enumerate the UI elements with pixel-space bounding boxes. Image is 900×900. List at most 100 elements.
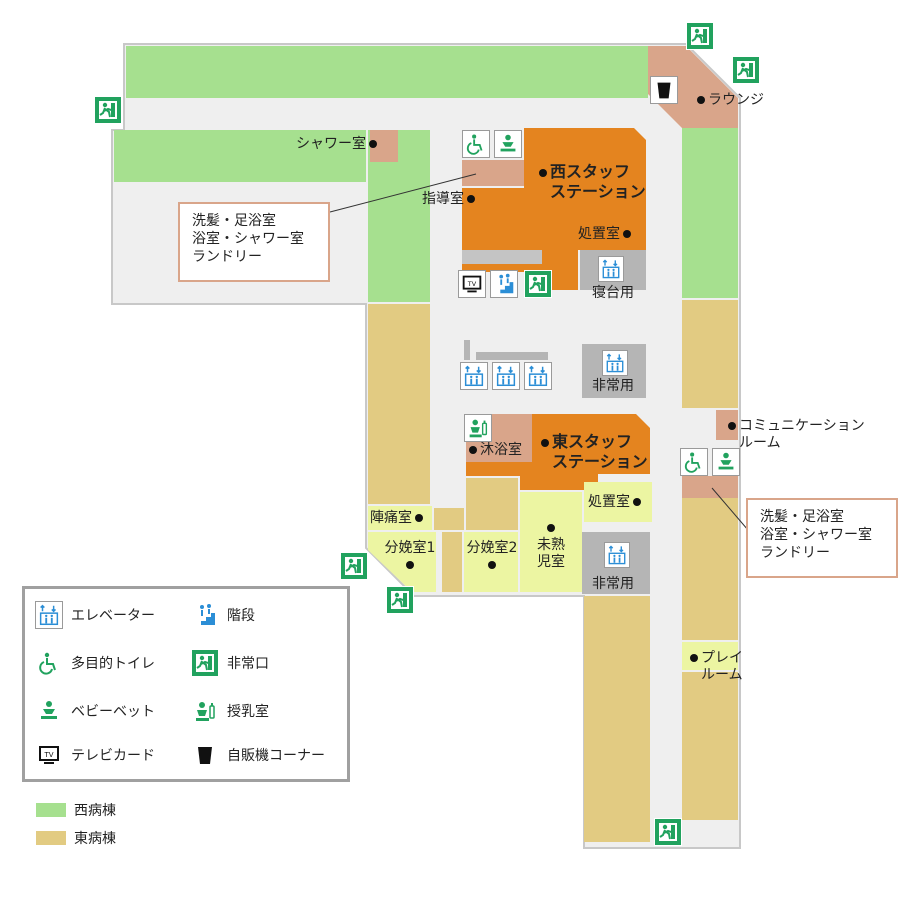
west-wing-right-rooms bbox=[682, 128, 738, 298]
callout-line: 浴室・シャワー室 bbox=[760, 527, 872, 543]
guidance-room-marker bbox=[467, 195, 475, 203]
emergency-elevator-1-label: 非常用 bbox=[592, 378, 634, 394]
legend-item-stairs: 階段 bbox=[191, 601, 255, 629]
labor-room-label: 陣痛室 bbox=[370, 510, 426, 527]
legend-item-nursing-room: 授乳室 bbox=[191, 697, 269, 725]
east-facilities-callout: 洗髪・足浴室 浴室・シャワー室 ランドリー bbox=[746, 498, 898, 578]
callout-line: 浴室・シャワー室 bbox=[192, 231, 304, 247]
callout-line: ランドリー bbox=[760, 545, 830, 561]
callout-line: 洗髪・足浴室 bbox=[760, 509, 844, 525]
central-elevator-wall bbox=[476, 352, 548, 360]
elevator-icon bbox=[460, 362, 488, 390]
legend-label: 授乳室 bbox=[227, 704, 269, 720]
legend-item-elevator: エレベーター bbox=[35, 601, 155, 629]
west-station-counter bbox=[462, 250, 542, 264]
east-wing-bottom-rooms bbox=[584, 596, 650, 842]
legend-label: 階段 bbox=[227, 608, 255, 624]
baby-bed-icon bbox=[712, 448, 740, 476]
guidance-room-label: 指導室 bbox=[422, 191, 478, 208]
baby-bed-icon bbox=[35, 697, 63, 725]
communication-room-label: コミュニケーション ルーム bbox=[728, 418, 865, 452]
west-staff-station-area bbox=[462, 128, 646, 290]
wing-key-east: 東病棟 bbox=[36, 828, 116, 848]
legend-item-tv-card: TV テレビカード bbox=[35, 741, 155, 769]
west-facilities-callout: 洗髪・足浴室 浴室・シャワー室 ランドリー bbox=[178, 202, 330, 282]
legend-label: エレベーター bbox=[71, 608, 155, 624]
legend-label: 非常口 bbox=[227, 656, 269, 672]
east-wing-right-lower-rooms bbox=[682, 498, 738, 640]
accessible-toilet-icon bbox=[462, 130, 490, 158]
communication-room-marker bbox=[728, 422, 736, 430]
east-wing-corridor-room bbox=[442, 532, 462, 592]
emergency-exit-icon bbox=[686, 22, 714, 50]
central-elevator-hall bbox=[464, 340, 470, 360]
emergency-elevator-2-label: 非常用 bbox=[592, 576, 634, 592]
premature-room-marker bbox=[547, 524, 555, 532]
wing-key-west: 西病棟 bbox=[36, 800, 116, 820]
baby-bed-icon bbox=[494, 130, 522, 158]
accessible-toilet-icon bbox=[680, 448, 708, 476]
delivery-room-1-area bbox=[368, 532, 436, 592]
legend-label: 自販機コーナー bbox=[227, 748, 325, 764]
emergency-exit-icon bbox=[191, 649, 219, 677]
elevator-icon bbox=[604, 542, 630, 568]
legend-item-vending-corner: 自販機コーナー bbox=[191, 741, 325, 769]
bed-elevator-label: 寝台用 bbox=[592, 285, 634, 301]
elevator-icon bbox=[598, 256, 624, 282]
elevator-icon bbox=[602, 350, 628, 376]
lounge-marker bbox=[697, 96, 705, 104]
east-wing-mid-room bbox=[466, 478, 518, 530]
emergency-exit-icon bbox=[654, 818, 682, 846]
legend-item-emergency-exit: 非常口 bbox=[191, 649, 269, 677]
callout-line: 洗髪・足浴室 bbox=[192, 213, 276, 229]
bathing-room-label: 沐浴室 bbox=[466, 442, 522, 459]
east-wing-left-rooms bbox=[368, 304, 430, 504]
treatment-room-west-marker bbox=[623, 230, 631, 238]
svg-text:TV: TV bbox=[43, 751, 53, 759]
lounge-label: ラウンジ bbox=[694, 92, 764, 109]
treatment-room-east-label: 処置室 bbox=[588, 494, 644, 511]
tv-card-icon: TV bbox=[458, 270, 486, 298]
east-wing-swatch bbox=[36, 831, 66, 845]
west-station-marker bbox=[539, 168, 547, 177]
legend-label: ベビーベット bbox=[71, 704, 155, 720]
shower-room-label: シャワー室 bbox=[296, 136, 380, 153]
nursing-room-icon bbox=[464, 414, 492, 442]
emergency-exit-icon bbox=[386, 586, 414, 614]
premature-room-label: 未熟 児室 bbox=[520, 520, 582, 571]
elevator-icon bbox=[524, 362, 552, 390]
communication-room-block bbox=[716, 410, 738, 440]
emergency-exit-icon bbox=[94, 96, 122, 124]
bathing-room-marker bbox=[469, 446, 477, 454]
emergency-exit-icon bbox=[340, 552, 368, 580]
west-facility-strip bbox=[462, 160, 524, 186]
elevator-icon bbox=[492, 362, 520, 390]
west-callout-leader bbox=[329, 173, 477, 213]
shower-room-marker bbox=[369, 140, 377, 148]
play-room-marker bbox=[690, 654, 698, 662]
west-station-label: 西スタッフ ステーション bbox=[536, 162, 646, 202]
west-wing-left-rooms bbox=[114, 130, 366, 182]
east-wing-right-upper-rooms bbox=[682, 300, 738, 408]
east-facility-strip bbox=[682, 476, 738, 498]
east-callout-leader bbox=[711, 487, 749, 531]
delivery-room-2-label: 分娩室2 bbox=[460, 540, 524, 574]
treatment-room-east-marker bbox=[633, 498, 641, 506]
elevator-icon bbox=[35, 601, 63, 629]
accessible-toilet-icon bbox=[35, 649, 63, 677]
svg-text:TV: TV bbox=[467, 280, 477, 288]
east-wing-right-bottom-rooms bbox=[682, 672, 738, 820]
tv-card-icon: TV bbox=[35, 741, 63, 769]
labor-room-marker bbox=[415, 514, 423, 522]
vending-corner-icon bbox=[650, 76, 678, 104]
stairs-icon bbox=[191, 601, 219, 629]
delivery-room-2-marker bbox=[488, 561, 496, 569]
west-wing-top-rooms bbox=[126, 46, 648, 98]
callout-line: ランドリー bbox=[192, 249, 262, 265]
play-room-label: プレイ ルーム bbox=[690, 650, 743, 684]
east-staff-station-area bbox=[466, 414, 650, 490]
east-wing-small-room bbox=[434, 508, 464, 530]
legend-label: テレビカード bbox=[71, 748, 155, 764]
east-station-marker bbox=[541, 438, 549, 447]
legend-label: 多目的トイレ bbox=[71, 656, 155, 672]
